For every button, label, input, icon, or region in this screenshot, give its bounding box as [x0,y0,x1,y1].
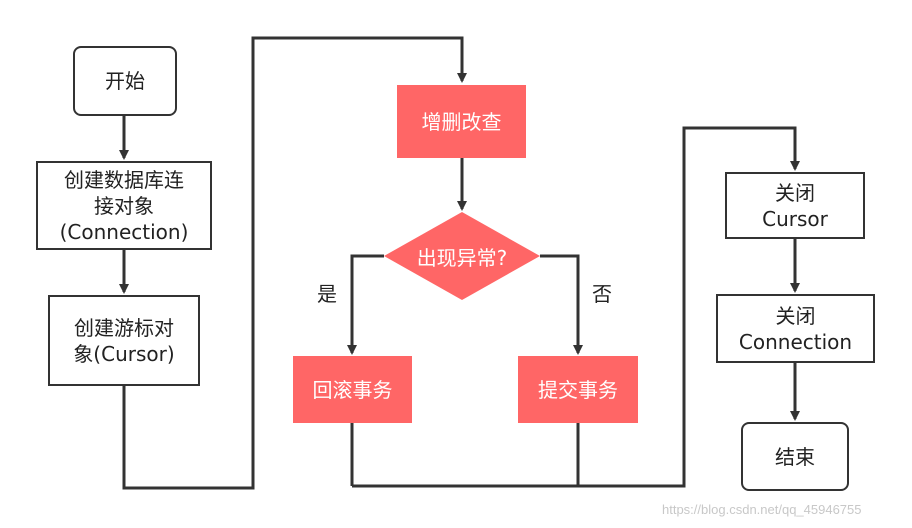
close-cursor-node: 关闭 Cursor [725,172,865,239]
create-connection-node: 创建数据库连 接对象 (Connection) [36,161,212,250]
end-node: 结束 [741,422,849,491]
exception-diamond [384,212,540,300]
edge-cursor-to-crud [122,36,467,490]
rollback-node: 回滚事务 [293,356,412,423]
create-cursor-node: 创建游标对 象(Cursor) [48,295,200,386]
exception-label: 出现异常? [416,245,508,270]
close-connection-node: 关闭 Connection [716,294,875,363]
watermark: https://blog.csdn.net/qq_45946755 [662,502,862,517]
edge-merge-to-close-cursor [352,126,800,488]
yes-label: 是 [317,282,337,306]
edge-no-to-commit [540,254,583,355]
edge-yes-to-rollback [347,254,384,355]
start-node: 开始 [73,46,177,116]
commit-node: 提交事务 [518,356,638,423]
crud-node: 增删改查 [397,85,526,158]
no-label: 否 [592,282,612,306]
